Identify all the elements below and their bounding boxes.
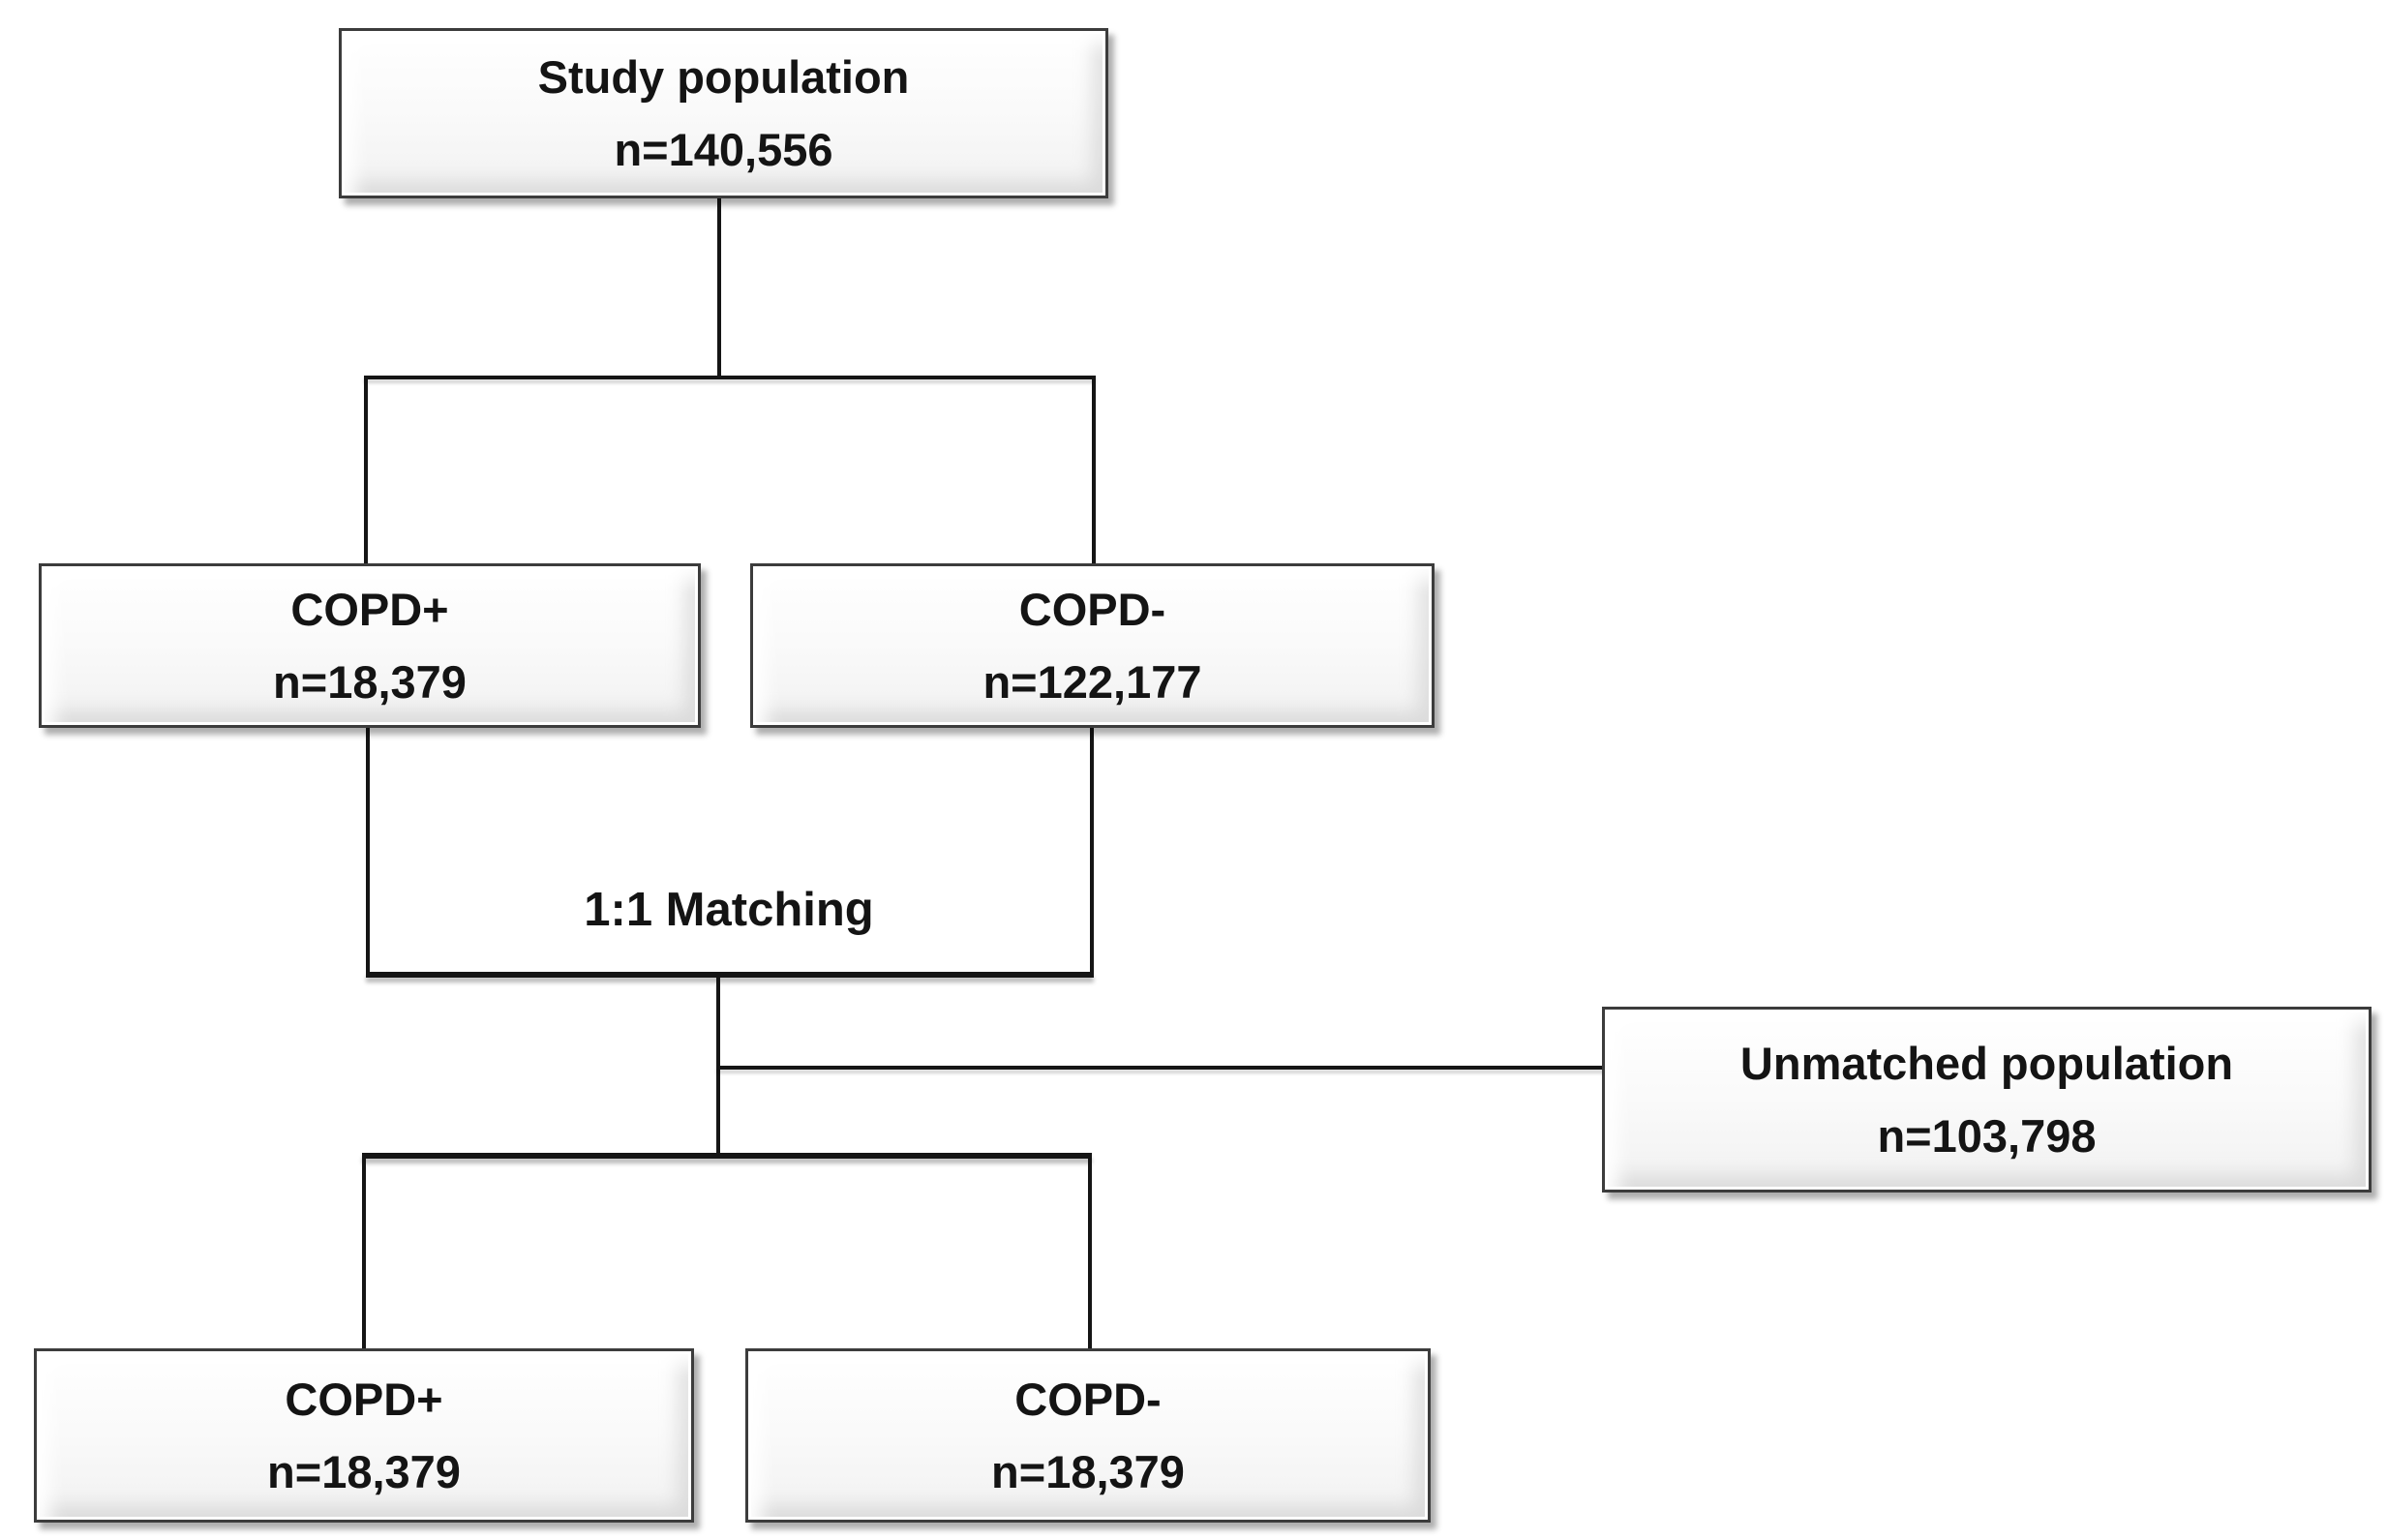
connector-split2-bar	[362, 1153, 1092, 1159]
connector-split1-to-copd-plus	[364, 376, 368, 565]
node-study-population-value: n=140,556	[614, 124, 833, 175]
node-copd-minus-matched-label: COPD-	[1014, 1373, 1162, 1425]
connector-copd-minus-down	[1090, 728, 1094, 977]
node-copd-plus-matched-label: COPD+	[285, 1373, 443, 1425]
node-copd-plus-matched: COPD+ n=18,379	[34, 1348, 694, 1523]
node-copd-plus-unmatched-label: COPD+	[290, 583, 449, 635]
node-copd-minus-unmatched: COPD- n=122,177	[750, 563, 1435, 728]
connector-split1-bar	[364, 376, 1096, 379]
node-copd-plus-matched-value: n=18,379	[267, 1446, 461, 1497]
node-copd-minus-unmatched-label: COPD-	[1018, 583, 1166, 635]
matching-label: 1:1 Matching	[584, 884, 874, 936]
connector-split2-to-copd-minus	[1088, 1153, 1092, 1348]
connector-split2-to-copd-plus	[362, 1153, 366, 1348]
connector-study-down	[717, 197, 721, 379]
node-unmatched-population-label: Unmatched population	[1739, 1037, 2234, 1089]
connector-split1-to-copd-minus	[1092, 376, 1096, 565]
node-copd-plus-unmatched: COPD+ n=18,379	[39, 563, 701, 728]
node-unmatched-population: Unmatched population n=103,798	[1602, 1007, 2372, 1193]
node-copd-plus-unmatched-value: n=18,379	[273, 656, 467, 708]
connector-center-down	[716, 972, 720, 1159]
node-copd-minus-unmatched-value: n=122,177	[982, 656, 1202, 708]
node-copd-minus-matched-value: n=18,379	[991, 1446, 1185, 1497]
connector-matching-bar	[366, 972, 1094, 978]
node-copd-minus-matched: COPD- n=18,379	[745, 1348, 1431, 1523]
connector-to-unmatched	[716, 1066, 1607, 1070]
node-study-population-label: Study population	[537, 50, 910, 103]
connector-copd-plus-down	[366, 728, 370, 977]
node-study-population: Study population n=140,556	[339, 28, 1108, 198]
node-unmatched-population-value: n=103,798	[1877, 1110, 2097, 1162]
